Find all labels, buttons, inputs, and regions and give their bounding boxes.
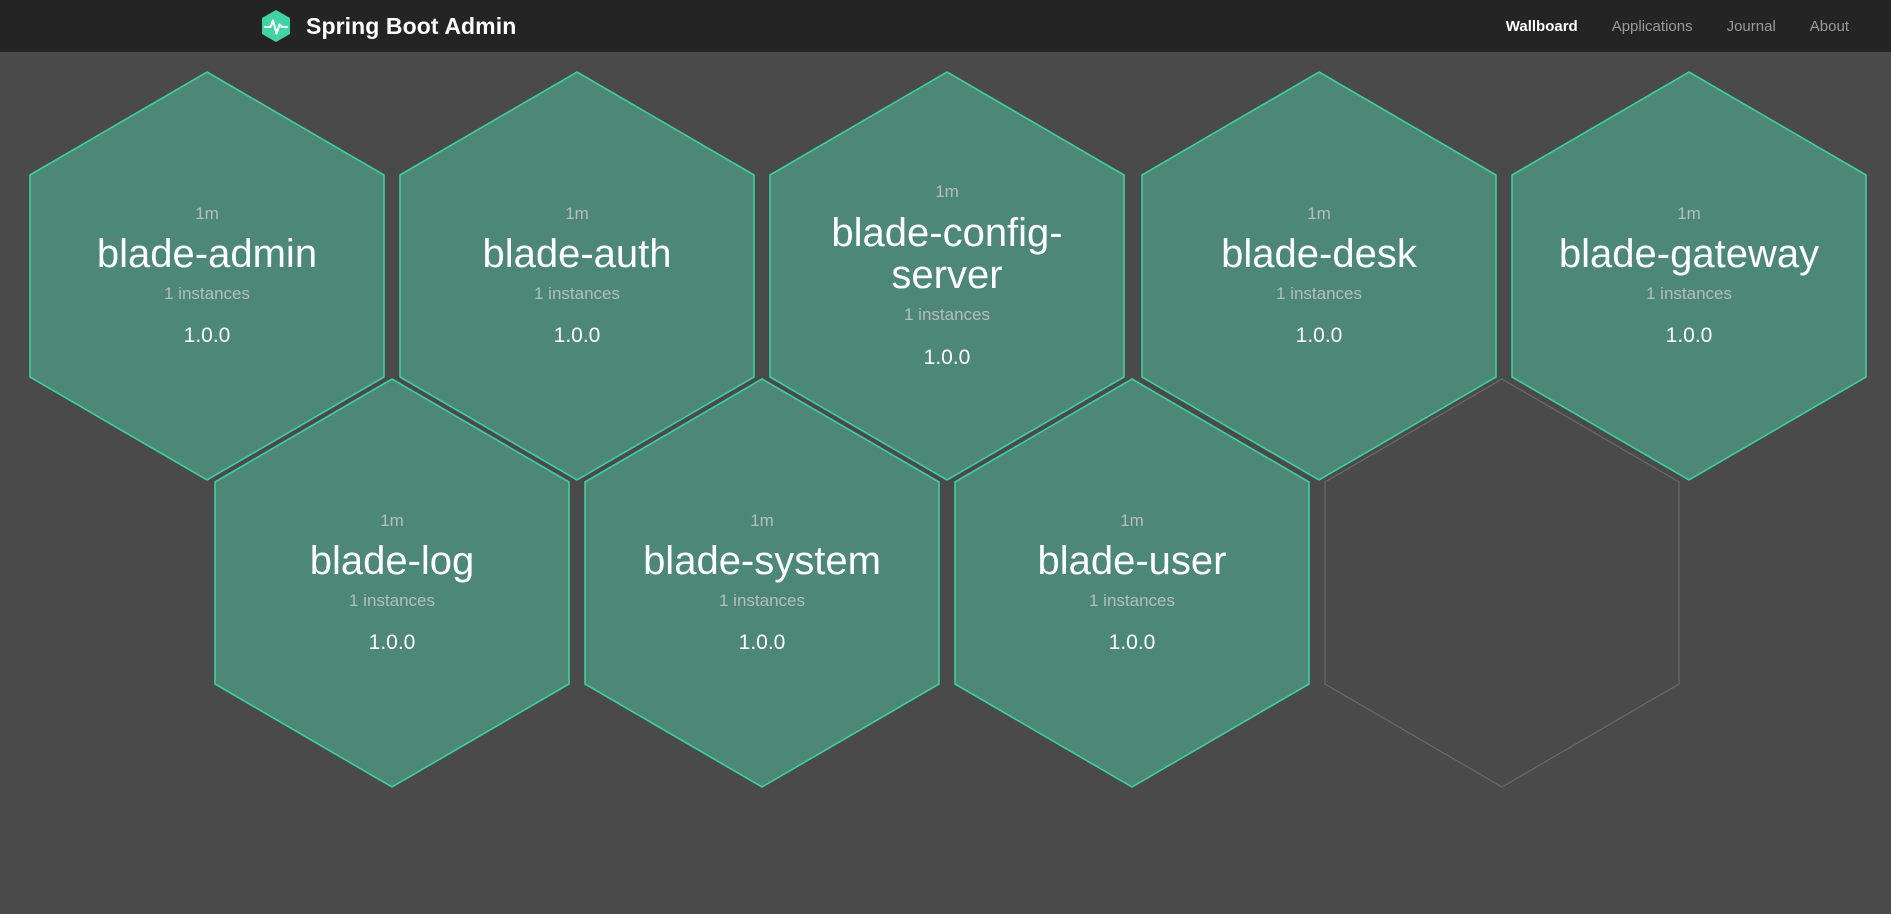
application-hexagon-placeholder xyxy=(1324,378,1680,788)
nav-link-wallboard[interactable]: Wallboard xyxy=(1505,17,1578,35)
nav-link-journal[interactable]: Journal xyxy=(1726,17,1776,35)
heartbeat-hexagon-icon xyxy=(258,8,294,44)
nav-link-applications[interactable]: Applications xyxy=(1611,17,1693,35)
brand-title: Spring Boot Admin xyxy=(306,12,517,39)
top-navbar: Spring Boot Admin Wallboard Applications… xyxy=(0,0,1891,52)
main-nav: Wallboard Applications Journal About xyxy=(1506,18,1849,35)
nav-link-about[interactable]: About xyxy=(1809,17,1849,35)
brand-home-link[interactable]: Spring Boot Admin xyxy=(258,8,516,44)
